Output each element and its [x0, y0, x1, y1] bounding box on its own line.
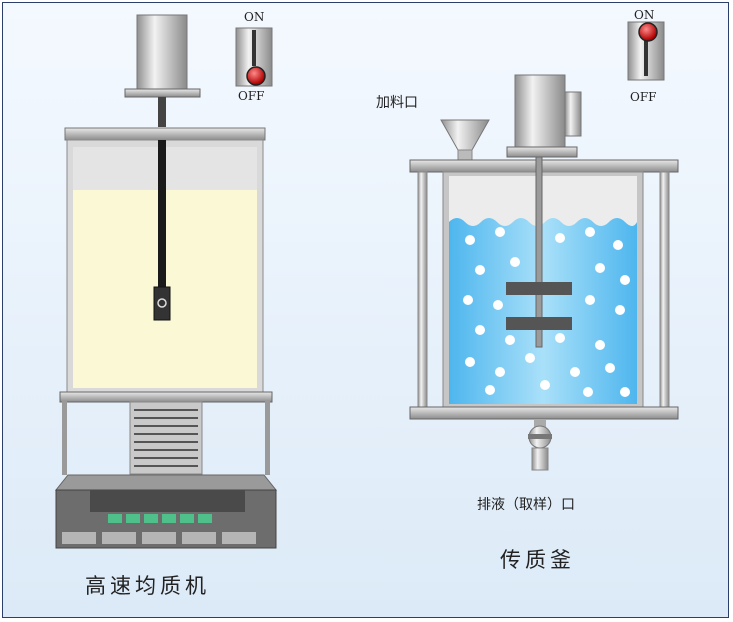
- homogenizer-lid: [64, 127, 266, 141]
- kettle-feed-inlet-label: 加料口: [376, 95, 418, 111]
- homogenizer-caption: 高速均质机: [85, 574, 210, 598]
- homogenizer-shaft: [158, 140, 166, 290]
- kettle-motor: [514, 74, 566, 148]
- homogenizer: [54, 14, 278, 549]
- kettle-switch-off-label: OFF: [630, 90, 657, 104]
- homogenizer-display: [90, 490, 245, 512]
- homogenizer-switch-on-label: ON: [244, 10, 265, 24]
- kettle-impeller-lower: [506, 317, 572, 330]
- kettle-liquid: [449, 218, 637, 404]
- kettle-bubbles: [463, 227, 630, 397]
- homogenizer-keypad: [108, 514, 212, 523]
- homogenizer-rotor-head: [153, 286, 171, 321]
- homogenizer-lift-column: [129, 401, 203, 475]
- homogenizer-motor: [136, 14, 188, 91]
- homogenizer-indicator-lamp: [246, 66, 266, 86]
- kettle-caption: 传质釜: [500, 548, 575, 572]
- kettle-drain-label: 排液（取样）口: [477, 497, 575, 513]
- homogenizer-base: [54, 474, 278, 491]
- homogenizer-switch-off-label: OFF: [238, 89, 265, 103]
- mass-transfer-kettle: [409, 21, 679, 471]
- kettle-top-plate: [409, 159, 679, 173]
- kettle-feed-funnel: [440, 119, 490, 151]
- homogenizer-motor-flange: [124, 88, 201, 98]
- kettle-impeller-upper: [506, 282, 572, 295]
- kettle-agitator-shaft: [535, 156, 543, 348]
- kettle-indicator-lamp: [638, 22, 658, 42]
- kettle-switch-on-label: ON: [634, 8, 655, 22]
